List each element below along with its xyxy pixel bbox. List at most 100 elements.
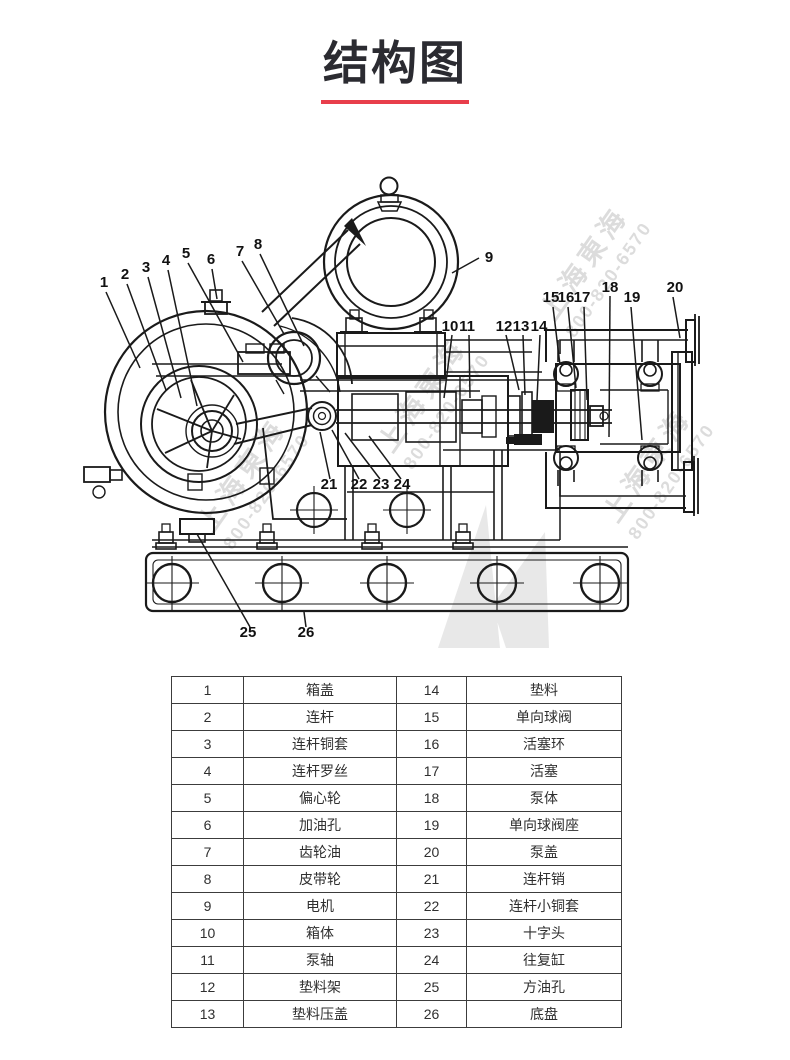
part-name-cell: 垫料压盖 xyxy=(243,1000,397,1028)
part-number-cell: 14 xyxy=(396,676,467,704)
callout-7: 7 xyxy=(236,243,244,260)
callout-21: 21 xyxy=(321,476,338,493)
piston xyxy=(570,389,609,441)
callout-16: 16 xyxy=(558,289,575,306)
part-number-cell: 3 xyxy=(171,730,244,758)
part-name-cell: 连杆罗丝 xyxy=(243,757,397,785)
callout-3: 3 xyxy=(142,259,150,276)
housing-group xyxy=(262,427,561,540)
part-number-cell: 21 xyxy=(396,865,467,893)
anchor-bolt-holes xyxy=(145,556,627,610)
part-name-cell: 连杆小铜套 xyxy=(466,892,622,920)
part-number-cell: 2 xyxy=(171,703,244,731)
part-number-cell: 9 xyxy=(171,892,244,920)
eccentric-wheel xyxy=(156,379,242,469)
motor-group xyxy=(322,176,542,379)
callout-4: 4 xyxy=(162,252,171,269)
motor-bracket xyxy=(336,309,542,379)
eye-bolt xyxy=(376,176,403,212)
part-name-cell: 皮带轮 xyxy=(243,865,397,893)
callout-5: 5 xyxy=(182,245,190,262)
part-name-cell: 连杆 xyxy=(243,703,397,731)
page-title: 结构图 xyxy=(323,37,467,89)
callout-18: 18 xyxy=(602,279,619,296)
side-plug xyxy=(83,466,123,499)
part-number-cell: 15 xyxy=(396,703,467,731)
part-name-cell: 齿轮油 xyxy=(243,838,397,866)
discharge-pipe-flange xyxy=(545,314,700,366)
callout-14: 14 xyxy=(531,318,548,335)
watermark-logo xyxy=(438,505,549,648)
part-name-cell: 连杆铜套 xyxy=(243,730,397,758)
frame-window xyxy=(266,330,331,395)
base-plate-group xyxy=(144,523,630,613)
part-number-cell: 6 xyxy=(171,811,244,839)
part-number-cell: 25 xyxy=(396,973,467,1001)
part-name-cell: 垫料 xyxy=(466,676,622,704)
title-underline xyxy=(321,99,469,104)
callout-22: 22 xyxy=(351,476,368,493)
callout-20: 20 xyxy=(667,279,684,296)
part-number-cell: 8 xyxy=(171,865,244,893)
part-number-cell: 22 xyxy=(396,892,467,920)
part-name-cell: 底盘 xyxy=(466,1000,622,1028)
part-name-cell: 箱体 xyxy=(243,919,397,947)
part-number-cell: 24 xyxy=(396,946,467,974)
part-name-cell: 箱盖 xyxy=(243,676,397,704)
part-number-cell: 20 xyxy=(396,838,467,866)
part-name-cell: 连杆销 xyxy=(466,865,622,893)
part-number-cell: 12 xyxy=(171,973,244,1001)
crankcase-group xyxy=(83,289,309,543)
foot-bolts xyxy=(155,523,474,550)
part-number-cell: 23 xyxy=(396,919,467,947)
part-number-cell: 10 xyxy=(171,919,244,947)
part-number-cell: 16 xyxy=(396,730,467,758)
part-name-cell: 偏心轮 xyxy=(243,784,397,812)
part-name-cell: 活塞环 xyxy=(466,730,622,758)
part-name-cell: 单向球阀座 xyxy=(466,811,622,839)
part-name-cell: 泵轴 xyxy=(243,946,397,974)
callout-labels: 1 2 3 4 5 6 7 8 9 10 11 12 13 14 15 16 1… xyxy=(100,236,684,641)
callout-2: 2 xyxy=(121,266,129,283)
part-number-cell: 26 xyxy=(396,1000,467,1028)
callout-11: 11 xyxy=(459,318,475,335)
part-name-cell: 加油孔 xyxy=(243,811,397,839)
stuffing-box-group xyxy=(506,391,554,445)
callout-17: 17 xyxy=(574,289,591,306)
leader-lines xyxy=(105,253,681,628)
part-number-cell: 18 xyxy=(396,784,467,812)
part-number-cell: 19 xyxy=(396,811,467,839)
callout-23: 23 xyxy=(373,476,390,493)
callout-24: 24 xyxy=(394,476,411,493)
part-number-cell: 11 xyxy=(171,946,244,974)
part-name-cell: 往复缸 xyxy=(466,946,622,974)
callout-9: 9 xyxy=(485,249,493,266)
part-name-cell: 电机 xyxy=(243,892,397,920)
part-name-cell: 十字头 xyxy=(466,919,622,947)
callout-15: 15 xyxy=(543,289,560,306)
part-name-cell: 泵盖 xyxy=(466,838,622,866)
callout-8: 8 xyxy=(254,236,262,253)
part-number-cell: 4 xyxy=(171,757,244,785)
part-name-cell: 方油孔 xyxy=(466,973,622,1001)
part-number-cell: 5 xyxy=(171,784,244,812)
callout-25: 25 xyxy=(240,624,257,641)
header: 结构图 xyxy=(0,38,790,104)
callout-6: 6 xyxy=(207,251,215,268)
callout-26: 26 xyxy=(298,624,315,641)
